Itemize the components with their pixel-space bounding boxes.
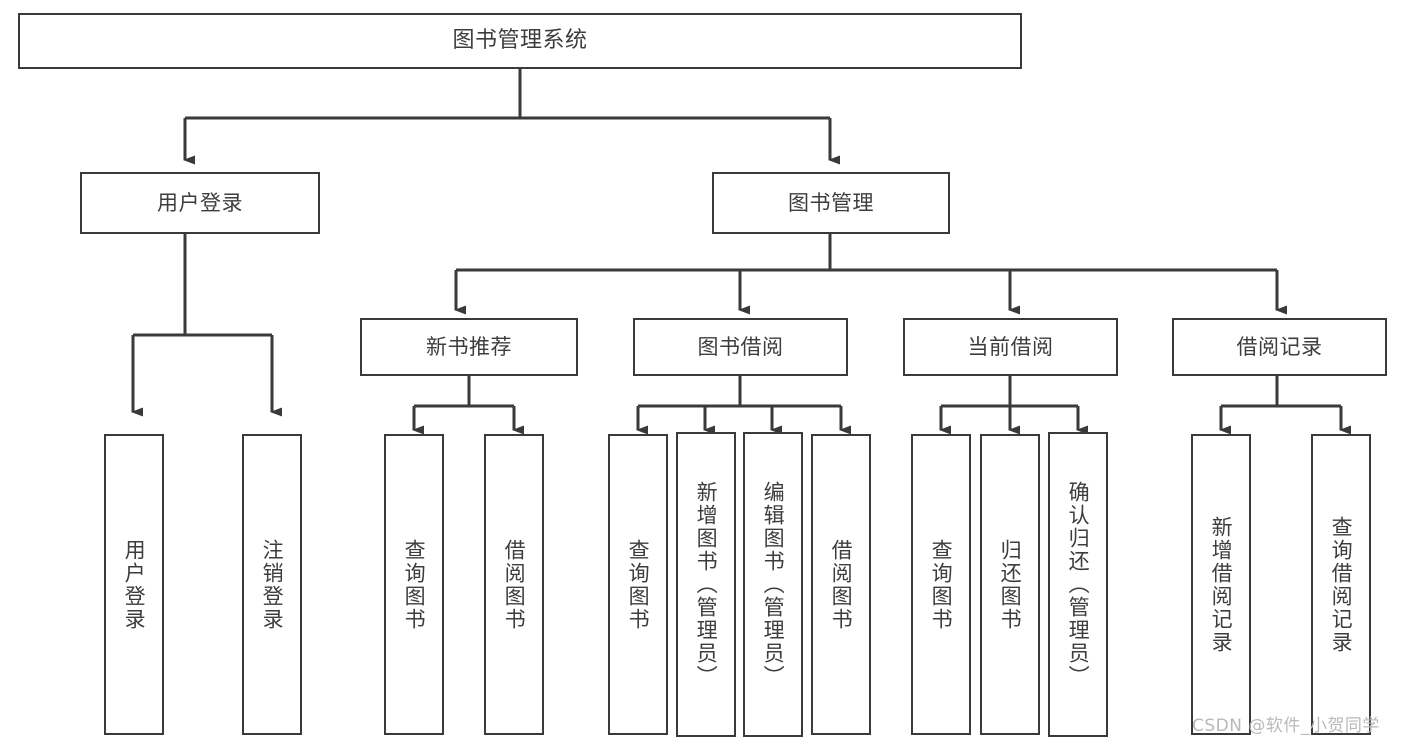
- leaf-borrow-book[interactable]: 借阅图书: [811, 434, 871, 735]
- leaf-logout[interactable]: 注销登录: [242, 434, 302, 735]
- leaf-borrow-book-recommend[interactable]: 借阅图书: [484, 434, 544, 735]
- node-root-system[interactable]: 图书管理系统: [18, 13, 1022, 69]
- csdn-watermark: CSDN @软件_小贺同学: [1192, 716, 1380, 736]
- leaf-return-book[interactable]: 归还图书: [980, 434, 1040, 735]
- node-current-borrow[interactable]: 当前借阅: [903, 318, 1118, 376]
- leaf-add-borrow-record[interactable]: 新增借阅记录: [1191, 434, 1251, 735]
- leaf-query-book-recommend[interactable]: 查询图书: [384, 434, 444, 735]
- leaf-add-book-admin[interactable]: 新增图书（管理员）: [676, 432, 736, 737]
- node-book-borrow[interactable]: 图书借阅: [633, 318, 848, 376]
- leaf-edit-book-admin[interactable]: 编辑图书（管理员）: [743, 432, 803, 737]
- leaf-query-borrow-record[interactable]: 查询借阅记录: [1311, 434, 1371, 735]
- node-borrow-record[interactable]: 借阅记录: [1172, 318, 1387, 376]
- leaf-confirm-return-admin[interactable]: 确认归还（管理员）: [1048, 432, 1108, 737]
- node-user-login[interactable]: 用户登录: [80, 172, 320, 234]
- leaf-query-book-current[interactable]: 查询图书: [911, 434, 971, 735]
- leaf-query-book-borrow[interactable]: 查询图书: [608, 434, 668, 735]
- node-new-book-recommend[interactable]: 新书推荐: [360, 318, 578, 376]
- leaf-user-login[interactable]: 用户登录: [104, 434, 164, 735]
- node-book-management[interactable]: 图书管理: [712, 172, 950, 234]
